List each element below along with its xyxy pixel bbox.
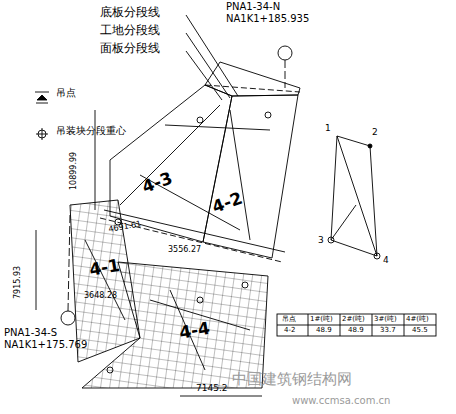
station-number: NA1K1+175.769: [4, 340, 87, 350]
table-cell: 33.7: [380, 327, 396, 334]
segment-line-label: 工地分段线: [100, 24, 160, 36]
dimension: 7915.93: [14, 266, 22, 299]
point-number: 2: [372, 128, 378, 137]
dimension: 10899.99: [70, 152, 78, 190]
station-number: NA1K1+185.935: [226, 14, 309, 24]
dimension: 3648.28: [84, 292, 117, 300]
point-number: 1: [325, 124, 331, 133]
segment-line-label: 底板分段线: [100, 6, 160, 18]
table-cell: 45.5: [412, 327, 428, 334]
table-cell: 3#(吨): [374, 316, 397, 323]
block-number: 4-3: [140, 169, 175, 195]
section-name: PNA1-34-N: [226, 2, 280, 12]
dimension: 3556.27: [168, 246, 201, 254]
watermark: 中国建筑钢结构网: [232, 372, 352, 387]
legend-text: 吊装块分段重心: [56, 126, 126, 136]
table-cell: 48.9: [316, 327, 332, 334]
block-number: 4-2: [210, 189, 245, 215]
table-cell: 1#(吨): [310, 316, 333, 323]
dimension: 7145.2: [196, 384, 228, 393]
point-number: 3: [318, 236, 324, 245]
table-cell: 4#(吨): [406, 316, 429, 323]
legend-text: 吊点: [56, 88, 76, 98]
segment-line-label: 面板分段线: [100, 42, 160, 54]
section-name: PNA1-34-S: [4, 328, 57, 338]
table-cell: 2#(吨): [342, 316, 365, 323]
point-number: 4: [383, 256, 389, 265]
table-cell: 4-2: [284, 327, 295, 334]
watermark: www.ccmsa.com.cn: [292, 396, 390, 406]
table-cell: 48.9: [348, 327, 364, 334]
table-cell: 吊点: [282, 316, 296, 323]
